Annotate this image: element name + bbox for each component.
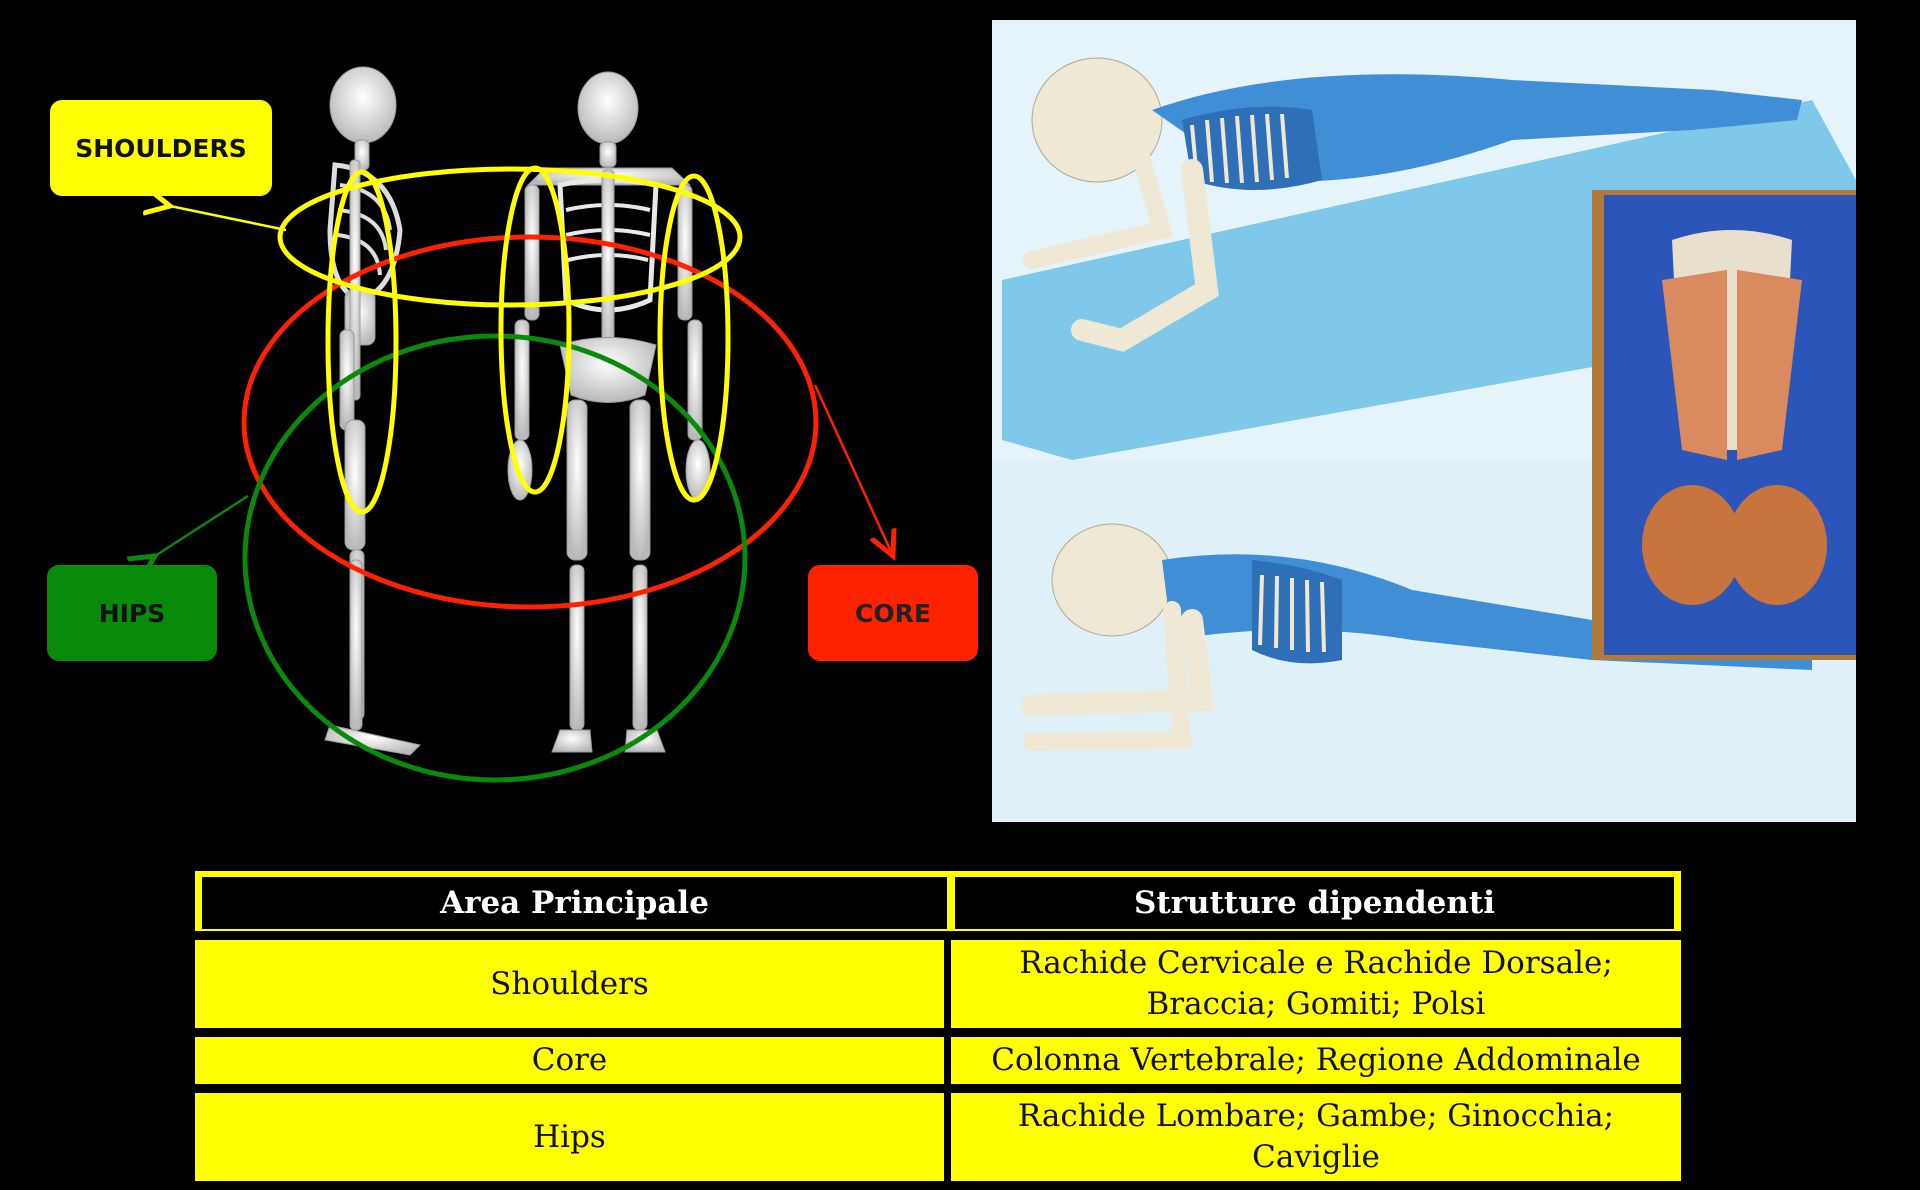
shoulders-label: SHOULDERS <box>75 133 247 163</box>
diagram-canvas <box>0 66 990 783</box>
core-label-box: CORE <box>808 565 978 661</box>
table-row: Shoulders Rachide Cervicale e Rachide Do… <box>195 940 1681 1028</box>
header-area-principale: Area Principale <box>195 871 951 931</box>
core-arrow <box>813 384 893 556</box>
hips-label: HIPS <box>98 598 166 628</box>
arm-loop-front-right <box>657 173 731 503</box>
shoulders-arrow <box>170 206 287 232</box>
hips-circle <box>242 333 748 783</box>
row-structures: Rachide Cervicale e Rachide Dorsale; Bra… <box>951 940 1681 1028</box>
plank-figure-bottom <box>1021 523 1812 751</box>
row-area: Core <box>195 1037 951 1084</box>
table-row: Core Colonna Vertebrale; Regione Addomin… <box>195 1037 1681 1084</box>
row-structures: Colonna Vertebrale; Regione Addominale <box>951 1037 1681 1084</box>
header-strutture-dipendenti: Strutture dipendenti <box>951 871 1681 931</box>
back-muscles-inset <box>1592 190 1856 660</box>
hips-arrow <box>155 494 249 556</box>
arm-loop-front-left <box>498 165 572 495</box>
areas-table: Area Principale Strutture dipendenti Sho… <box>195 862 1681 1190</box>
shoulders-label-box: SHOULDERS <box>50 100 272 196</box>
hips-label-box: HIPS <box>47 565 217 661</box>
plank-figure-top <box>1023 57 1802 352</box>
skeleton-side-figure <box>324 66 421 756</box>
arm-loop-left-side <box>325 169 399 515</box>
skeleton-diagram: SHOULDERS HIPS CORE <box>0 0 990 800</box>
core-label: CORE <box>855 598 931 628</box>
row-area: Hips <box>195 1093 951 1181</box>
plank-illustration-canvas <box>992 20 1856 822</box>
table-header-row: Area Principale Strutture dipendenti <box>195 871 1681 931</box>
plank-illustration <box>992 20 1856 822</box>
row-structures: Rachide Lombare; Gambe; Ginocchia; Cavig… <box>951 1093 1681 1181</box>
skeleton-front-figure <box>507 71 711 753</box>
row-area: Shoulders <box>195 940 951 1028</box>
table-row: Hips Rachide Lombare; Gambe; Ginocchia; … <box>195 1093 1681 1181</box>
shoulders-circle <box>277 166 743 308</box>
core-circle <box>241 234 819 610</box>
